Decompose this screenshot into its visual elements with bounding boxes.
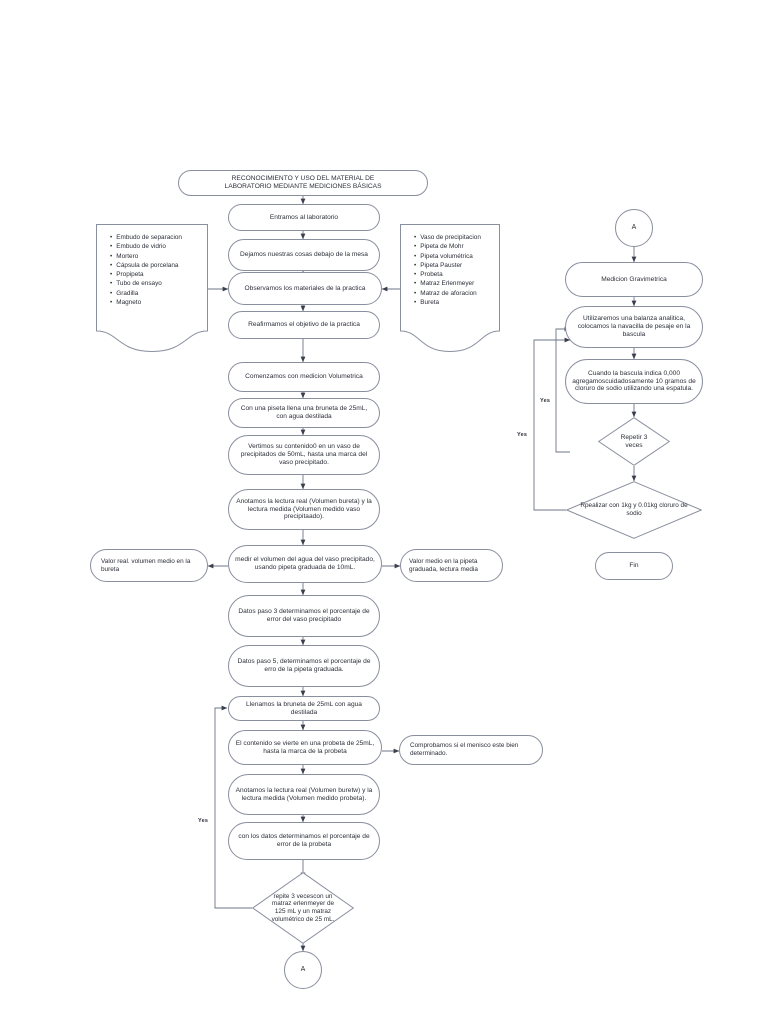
list-item: Mortero <box>110 252 202 261</box>
list-item: Gradilla <box>110 289 202 298</box>
step-medicion-gravimetrica[interactable]: Medicion Gravimetrica <box>565 262 703 297</box>
terminator-fin[interactable]: Fin <box>595 552 673 580</box>
step-anotamos-lectura-probeta[interactable]: Anotamos la lectura real (Volumen buretw… <box>228 774 380 815</box>
step-balanza-analitica[interactable]: Utilizaremos una balanza analitica, colo… <box>565 306 703 348</box>
diamond-shape <box>598 417 670 466</box>
step-medir-volumen-pipeta-graduada[interactable]: medir el volumen del agua del vaso preci… <box>228 545 382 583</box>
note-valor-real-bureta[interactable]: Valor real. volumen medio en la bureta <box>90 549 208 582</box>
step-datos-error-probeta[interactable]: con los datos determinamos el porcentaje… <box>228 822 380 860</box>
left-materials-list: Embudo de separacion Embudo de vidrio Mo… <box>96 224 208 307</box>
list-item: Pipeta Pauster <box>414 261 494 270</box>
step-vertimos-contenido-vaso[interactable]: Vertimos su contenido0 en un vaso de pre… <box>228 435 380 475</box>
flowchart-title: RECONOCIMIENTO Y USO DEL MATERIAL DE LAB… <box>178 170 428 196</box>
list-item: Vaso de precipitacion <box>414 233 494 242</box>
step-reafirmamos-objetivo[interactable]: Reafirmamos el objetivo de la practica <box>228 311 380 339</box>
decision-realizar-1kg[interactable]: Rpealizar con 1kg y 0.01kg cloruro de so… <box>566 481 702 539</box>
diamond-shape <box>566 481 702 539</box>
list-item: Probeta <box>414 270 494 279</box>
list-item: Matraz Erlenmeyer <box>414 279 494 288</box>
list-item: Magneto <box>110 298 202 307</box>
title-line-1: RECONOCIMIENTO Y USO DEL MATERIAL DE <box>231 175 375 183</box>
list-item: Bureta <box>414 298 494 307</box>
edge-label-yes-right-lower: Yes <box>517 432 528 438</box>
step-entramos-al-laboratorio[interactable]: Entramos al laboratorio <box>228 204 380 231</box>
step-dejamos-cosas[interactable]: Dejamos nuestras cosas debajo de la mesa <box>228 239 380 271</box>
step-contenido-probeta-25ml[interactable]: El contenido se vierte en una probeta de… <box>228 730 382 765</box>
list-item: Pipeta volumétrica <box>414 252 494 261</box>
edge-label-yes-left: Yes <box>198 818 209 824</box>
list-item: Matraz de aforacion <box>414 289 494 298</box>
note-left-materials: Embudo de separacion Embudo de vidrio Mo… <box>96 224 208 352</box>
note-right-materials: Vaso de precipitacion Pipeta de Mohr Pip… <box>400 224 500 352</box>
list-item: Pipeta de Mohr <box>414 242 494 251</box>
step-datos-paso5-error-pipeta[interactable]: Datos paso 5, determinamos el porcentaje… <box>228 645 380 687</box>
decision-label: Repetir 3 veces <box>620 433 648 449</box>
list-item: Propipeta <box>110 270 202 279</box>
decision-label: Rpealizar con 1kg y 0.01kg cloruro de so… <box>580 502 688 517</box>
step-comenzamos-medicion-volumetrica[interactable]: Comenzamos con medicion Volumetrica <box>228 362 380 392</box>
decision-label: repite 3 vecescon un matraz erlenmeyer d… <box>271 892 335 923</box>
decision-repetir-3-veces[interactable]: Repetir 3 veces <box>598 417 670 466</box>
step-datos-paso3-error-vaso[interactable]: Datos paso 3 determinamos el porcentaje … <box>228 595 380 637</box>
title-line-2: LABORATORIO MEDIANTE MEDICIONES BÁSICAS <box>224 183 382 190</box>
step-llenamos-bruneta-25ml[interactable]: Llenamos la bruneta de 25mL con agua des… <box>228 696 380 721</box>
note-valor-medio-pipeta[interactable]: Valor medio en la pipeta graduada, lectu… <box>400 549 503 582</box>
list-item: Cápsula de porcelana <box>110 261 202 270</box>
step-agregamos-cloruro-sodio[interactable]: Cuando la bascula indica 0,000 agregamos… <box>565 359 703 404</box>
list-item: Embudo de separacion <box>110 233 202 242</box>
list-item: Tubo de ensayo <box>110 279 202 288</box>
list-item: Embudo de vidrio <box>110 242 202 251</box>
note-comprobamos-menisco[interactable]: Comprobamos si el menisco este bien dete… <box>399 735 543 765</box>
right-materials-list: Vaso de precipitacion Pipeta de Mohr Pip… <box>400 224 500 307</box>
step-anotamos-lectura-vaso[interactable]: Anotamos la lectura real (Volumen bureta… <box>228 489 380 530</box>
connector-a-top-right[interactable]: A <box>615 209 653 247</box>
connector-a-bottom[interactable]: A <box>284 951 322 989</box>
edge-label-yes-right-upper: Yes <box>540 398 551 404</box>
step-piseta-bruneta-25ml[interactable]: Con una piseta llena una bruneta de 25mL… <box>228 398 380 428</box>
decision-repite-3-veces-matraz[interactable]: repite 3 vecescon un matraz erlenmeyer d… <box>252 872 354 944</box>
step-observamos-materiales[interactable]: Observamos los materiales de la practica <box>228 272 382 305</box>
